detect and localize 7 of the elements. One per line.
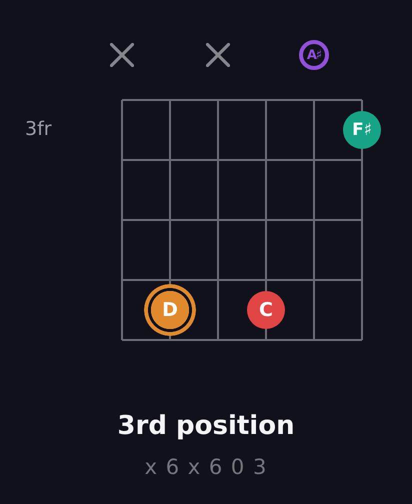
- note-dot: C: [247, 291, 285, 329]
- open-string-ring: A♯: [299, 40, 329, 70]
- title: 3rd position: [117, 411, 295, 441]
- fingering-caption: x 6 x 6 0 3: [144, 455, 268, 479]
- note-dot: F♯: [343, 111, 381, 149]
- root-note-dot: D: [144, 284, 196, 336]
- fret-number-label: 3fr: [25, 118, 52, 140]
